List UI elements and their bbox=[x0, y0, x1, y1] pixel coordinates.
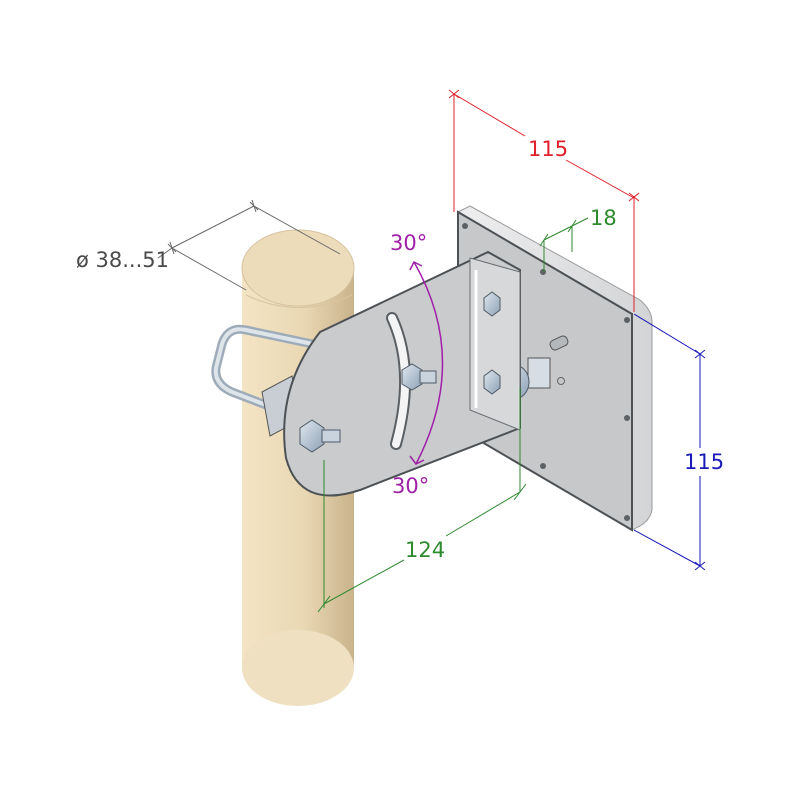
label-panel-width: 115 bbox=[528, 137, 569, 161]
dimension-bracket-offset bbox=[317, 388, 527, 613]
tilt-bracket bbox=[283, 250, 521, 497]
dimension-panel-depth bbox=[539, 217, 589, 272]
label-tilt-down: 30° bbox=[392, 474, 430, 498]
label-panel-height: 115 bbox=[684, 450, 725, 474]
dimension-pole-diameter bbox=[157, 199, 341, 291]
vent-plug bbox=[549, 335, 569, 351]
label-bracket-offset: 124 bbox=[405, 538, 446, 562]
label-pole-diameter: ø 38...51 bbox=[76, 248, 169, 272]
dimension-tilt-arc bbox=[409, 260, 444, 465]
label-panel-depth: 18 bbox=[590, 206, 617, 230]
label-tilt-up: 30° bbox=[390, 231, 428, 255]
nut-bolt bbox=[299, 291, 501, 453]
dimension-panel-height bbox=[633, 313, 706, 571]
dimension-panel-width bbox=[448, 89, 640, 312]
